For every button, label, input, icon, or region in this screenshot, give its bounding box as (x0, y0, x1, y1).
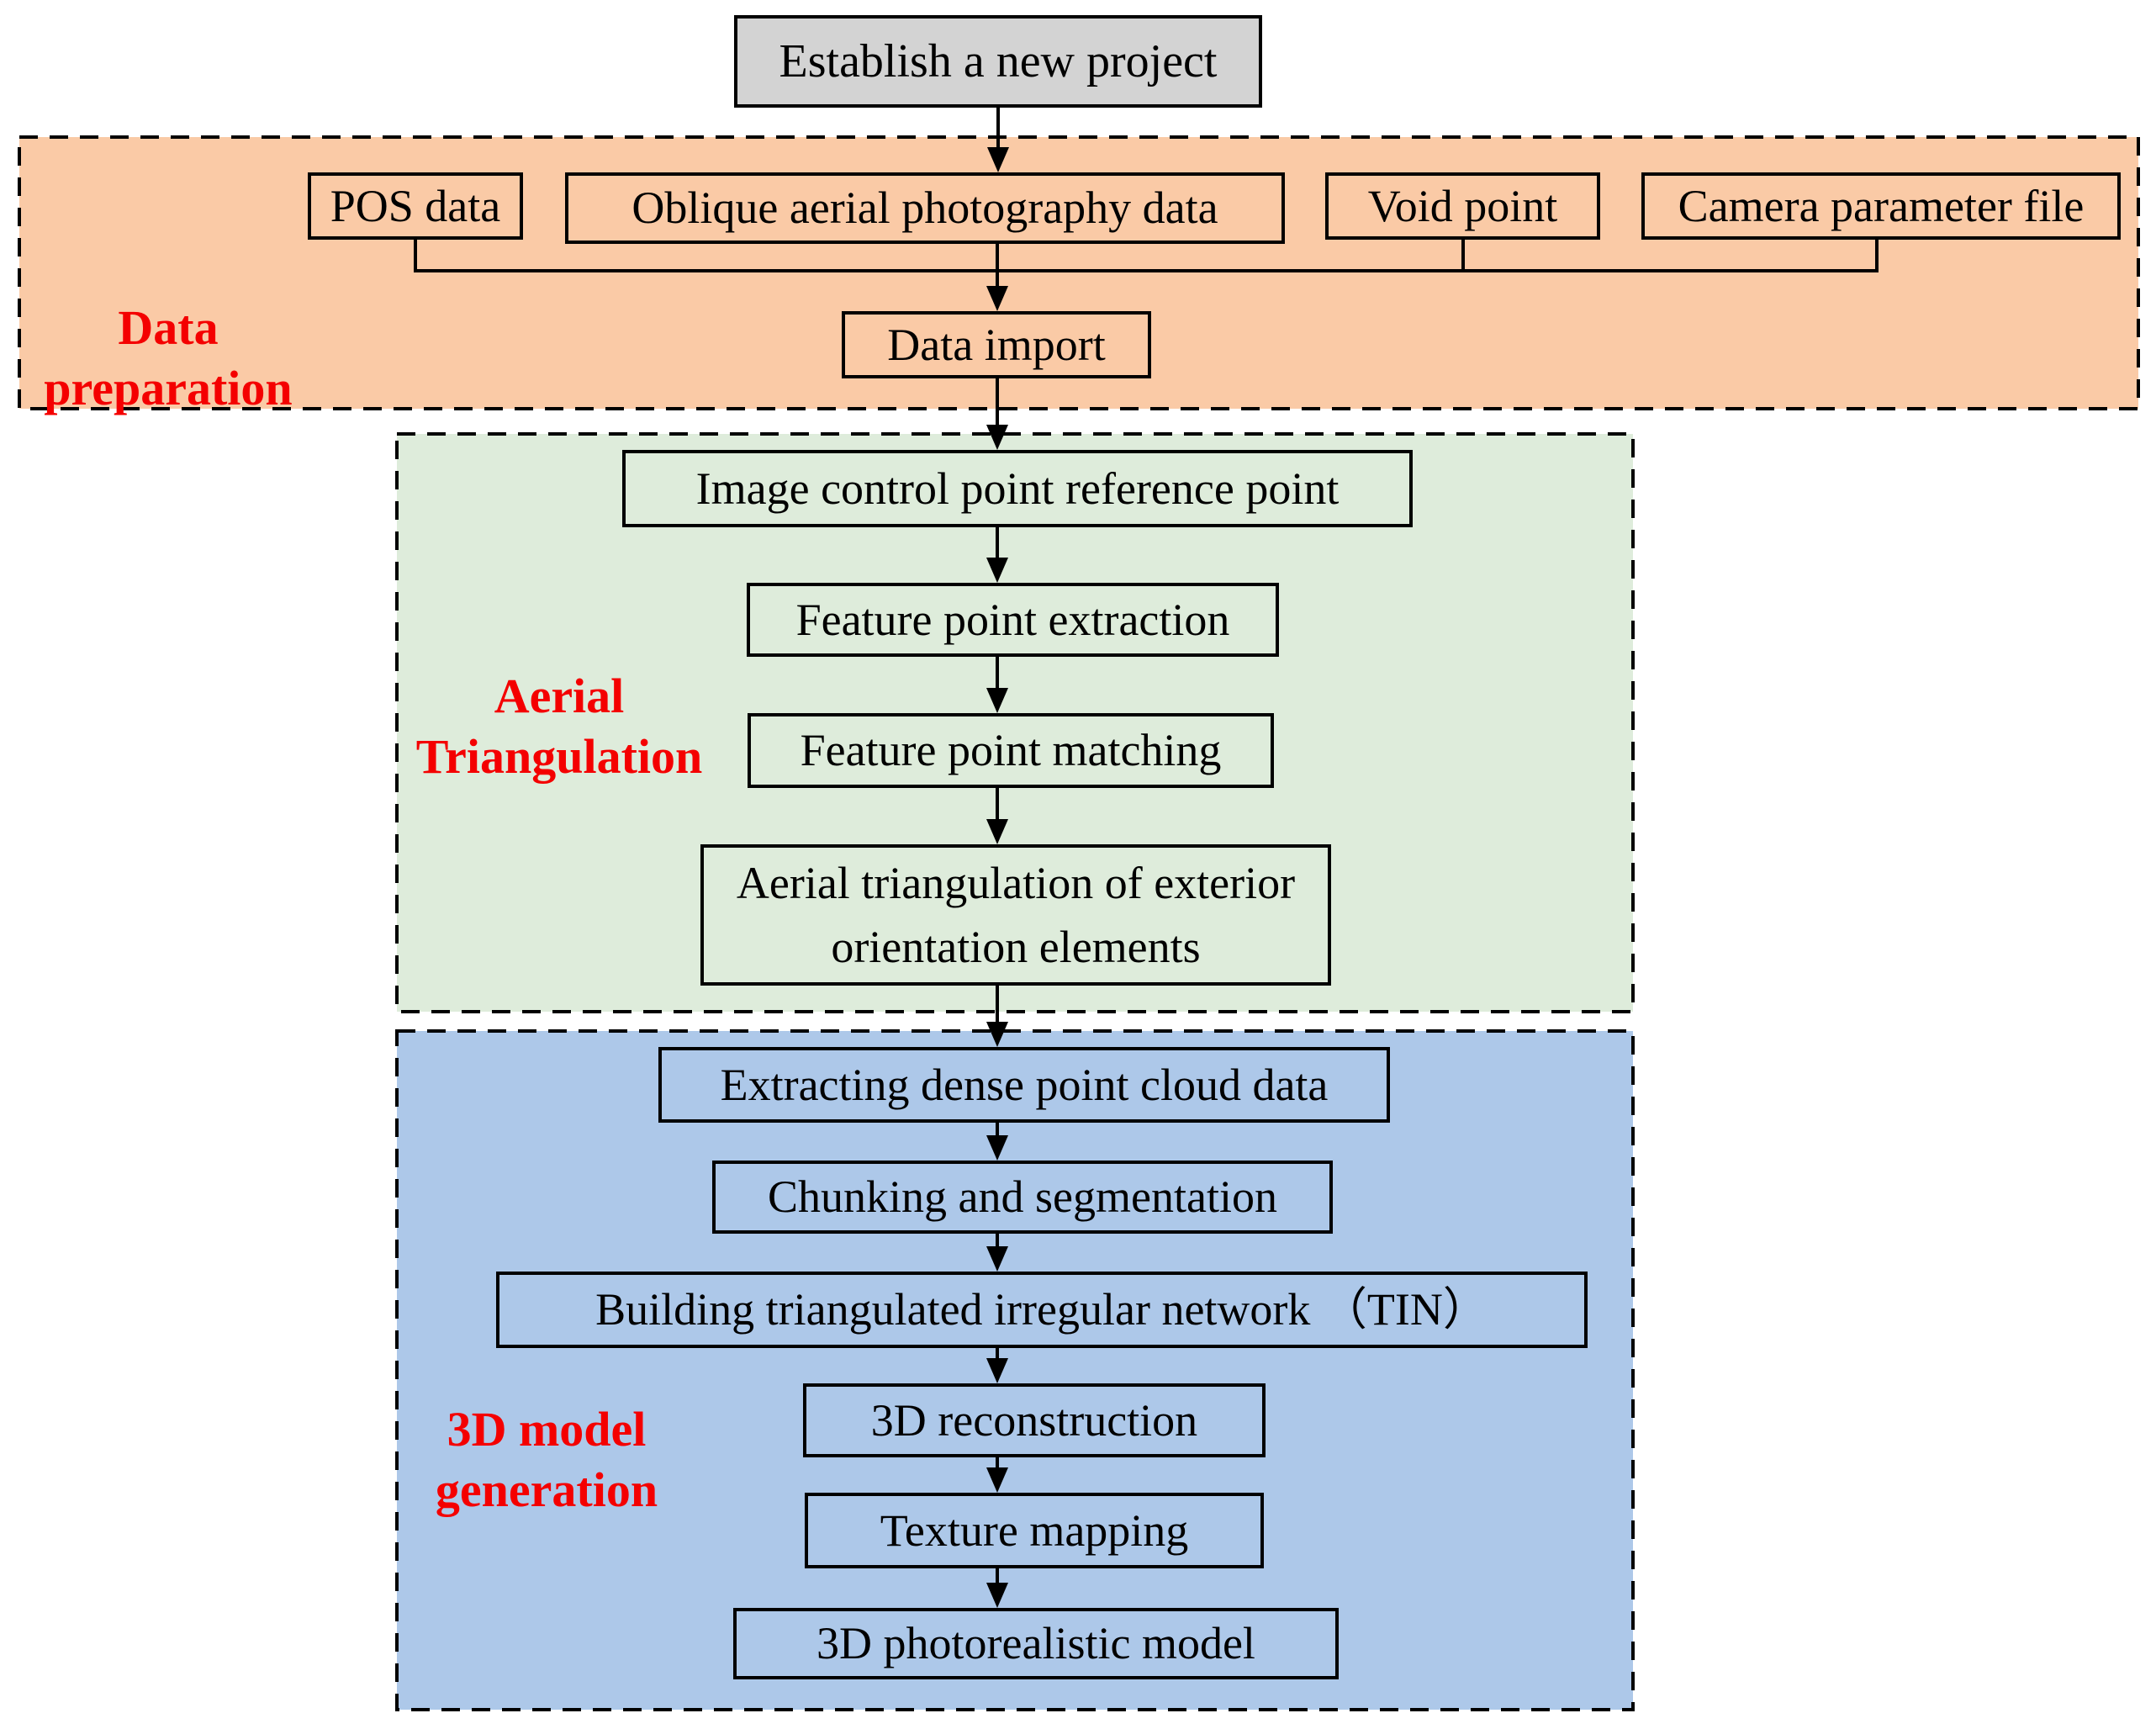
model-generation-dashed-border (395, 1029, 1635, 1711)
section-3d-model-generation (397, 1031, 1633, 1710)
node-void-point: Void point (1325, 172, 1600, 240)
label-aerial-triangulation: Aerial Triangulation (370, 666, 748, 787)
label-data-preparation-line1: Data (118, 300, 219, 355)
label-aerial-triangulation-line2: Triangulation (415, 729, 703, 784)
node-chunking-and-segmentation: Chunking and segmentation (712, 1161, 1333, 1234)
node-pos-data: POS data (308, 172, 523, 240)
label-data-preparation-line2: preparation (44, 361, 293, 415)
node-3d-photorealistic-model: 3D photorealistic model (733, 1608, 1339, 1679)
label-3d-model-generation: 3D model generation (370, 1399, 723, 1520)
node-3d-reconstruction: 3D reconstruction (803, 1383, 1266, 1457)
node-building-tin: Building triangulated irregular network … (496, 1272, 1588, 1348)
node-extracting-dense-point-cloud-data: Extracting dense point cloud data (658, 1047, 1390, 1123)
label-aerial-triangulation-line1: Aerial (494, 669, 625, 723)
flow-arrows (996, 108, 1000, 1584)
node-feature-point-matching: Feature point matching (748, 713, 1274, 788)
node-feature-point-extraction: Feature point extraction (747, 583, 1279, 657)
node-aerial-triangulation-of-exterior-orientation-elements: Aerial triangulation of exterior orienta… (700, 844, 1331, 986)
label-data-preparation: Data preparation (25, 298, 311, 419)
start-node: Establish a new project (734, 15, 1262, 108)
label-3d-model-generation-line2: generation (435, 1462, 658, 1517)
label-3d-model-generation-line1: 3D model (447, 1402, 647, 1457)
node-image-control-point-reference-point: Image control point reference point (622, 450, 1413, 527)
node-camera-parameter-file: Camera parameter file (1641, 172, 2121, 240)
data-preparation-dashed-border (18, 135, 2140, 410)
aerial-triangulation-dashed-border (395, 432, 1635, 1013)
node-texture-mapping: Texture mapping (805, 1493, 1264, 1568)
node-data-import: Data import (842, 311, 1151, 378)
data-sources-connector (414, 240, 1879, 272)
flow-arrowheads (986, 147, 1009, 1608)
node-oblique-aerial-photography-data: Oblique aerial photography data (565, 172, 1285, 244)
